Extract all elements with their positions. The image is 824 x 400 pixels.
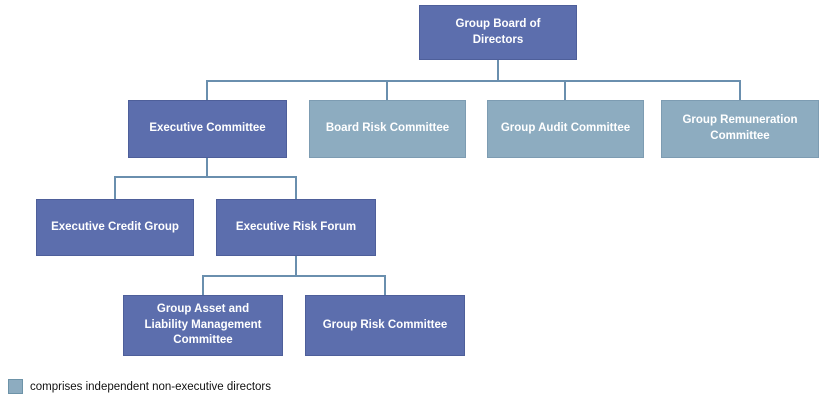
connector-drop-group-audit-committee	[564, 80, 566, 100]
connector-drop-group-remuneration-committee	[739, 80, 741, 100]
connector-board-stem	[497, 60, 499, 82]
connector-drop-board-risk-committee	[386, 80, 388, 100]
connector-executive-risk-forum-stem	[295, 256, 297, 277]
connector-drop-executive-risk-forum	[295, 176, 297, 199]
node-group-board-of-directors: Group Board of Directors	[419, 5, 577, 60]
node-executive-risk-forum: Executive Risk Forum	[216, 199, 376, 256]
legend-label: comprises independent non-executive dire…	[30, 380, 271, 393]
node-board-risk-committee: Board Risk Committee	[309, 100, 466, 158]
node-group-risk-committee: Group Risk Committee	[305, 295, 465, 356]
connector-executive-committee-crossbar	[114, 176, 297, 178]
connector-drop-executive-committee	[206, 80, 208, 100]
connector-drop-group-asset-liability-committee	[202, 275, 204, 295]
node-executive-committee: Executive Committee	[128, 100, 287, 158]
node-group-audit-committee: Group Audit Committee	[487, 100, 644, 158]
connector-executive-risk-forum-crossbar	[202, 275, 386, 277]
node-group-remuneration-committee: Group Remuneration Committee	[661, 100, 819, 158]
node-group-asset-liability-management-committee: Group Asset and Liability Management Com…	[123, 295, 283, 356]
connector-board-crossbar	[206, 80, 741, 82]
node-executive-credit-group: Executive Credit Group	[36, 199, 194, 256]
legend: comprises independent non-executive dire…	[8, 379, 271, 394]
connector-drop-group-risk-committee	[384, 275, 386, 295]
connector-drop-executive-credit-group	[114, 176, 116, 199]
connector-executive-committee-stem	[206, 158, 208, 178]
legend-swatch-independent	[8, 379, 23, 394]
